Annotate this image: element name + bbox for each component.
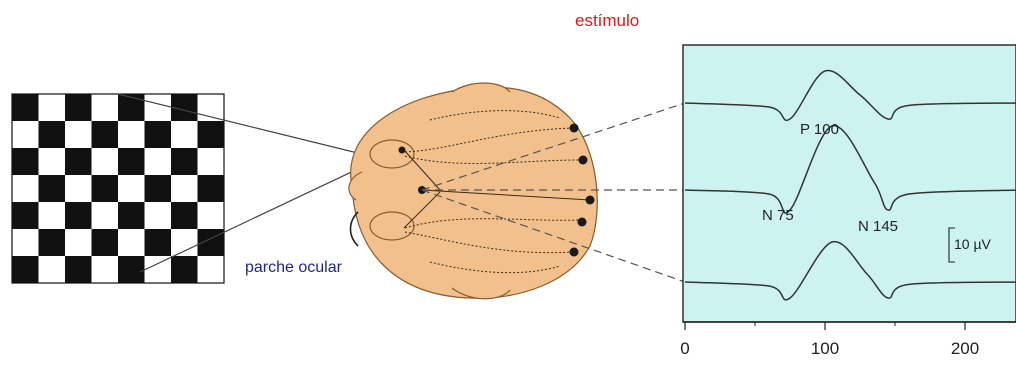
- checker-square: [198, 202, 225, 229]
- checker-square: [65, 229, 92, 256]
- checker-square: [39, 148, 66, 175]
- checker-square: [92, 175, 119, 202]
- checker-square: [171, 121, 198, 148]
- checker-square: [12, 175, 39, 202]
- x-tick-label: 200: [951, 339, 979, 358]
- checker-square: [145, 94, 172, 121]
- x-tick-label: 100: [811, 339, 839, 358]
- checker-square: [171, 229, 198, 256]
- stimulus-label: estímulo: [575, 11, 639, 30]
- scale-bar-label: 10 µV: [954, 236, 992, 252]
- checker-square: [12, 256, 39, 283]
- checker-square: [198, 121, 225, 148]
- checker-square: [65, 148, 92, 175]
- peak-label-p100: P 100: [800, 121, 839, 138]
- checker-square: [65, 202, 92, 229]
- checker-square: [198, 175, 225, 202]
- checker-square: [118, 175, 145, 202]
- checker-square: [65, 256, 92, 283]
- checker-square: [145, 121, 172, 148]
- checker-square: [145, 202, 172, 229]
- checker-square: [171, 202, 198, 229]
- checker-square: [198, 148, 225, 175]
- checker-square: [92, 202, 119, 229]
- checker-square: [118, 256, 145, 283]
- x-axis: 0 100 200: [680, 322, 1016, 358]
- checker-square: [92, 229, 119, 256]
- checker-square: [65, 94, 92, 121]
- evoked-potential-chart: P 100 N 75 N 145 10 µV 0 100 200: [680, 45, 1016, 358]
- checker-square: [65, 175, 92, 202]
- checker-square: [145, 256, 172, 283]
- ear-left: [452, 83, 510, 92]
- eye-right: [370, 212, 414, 240]
- checker-square: [39, 175, 66, 202]
- checker-square: [145, 175, 172, 202]
- chart-panel: [683, 45, 1016, 322]
- peak-label-n75: N 75: [762, 207, 794, 224]
- checker-square: [65, 121, 92, 148]
- checker-square: [118, 229, 145, 256]
- checker-square: [12, 229, 39, 256]
- checker-square: [39, 94, 66, 121]
- head-top-view: [349, 83, 597, 299]
- checker-square: [12, 94, 39, 121]
- checker-square: [92, 94, 119, 121]
- checker-square: [92, 256, 119, 283]
- checker-square: [92, 121, 119, 148]
- peak-label-n145: N 145: [858, 218, 898, 235]
- checker-square: [39, 229, 66, 256]
- checker-square: [171, 256, 198, 283]
- checker-square: [198, 256, 225, 283]
- checker-square: [12, 148, 39, 175]
- checker-square: [118, 121, 145, 148]
- checker-square: [145, 148, 172, 175]
- checker-square: [118, 94, 145, 121]
- checker-square: [118, 148, 145, 175]
- checker-square: [12, 202, 39, 229]
- checker-square: [92, 148, 119, 175]
- checker-square: [39, 202, 66, 229]
- x-tick-label: 0: [680, 339, 689, 358]
- checkerboard-stimulus: [12, 94, 224, 283]
- checker-square: [171, 175, 198, 202]
- checker-square: [171, 148, 198, 175]
- checker-square: [12, 121, 39, 148]
- checker-square: [39, 121, 66, 148]
- eye-patch-label: parche ocular: [245, 259, 343, 276]
- checker-square: [39, 256, 66, 283]
- checker-square: [145, 229, 172, 256]
- checker-square: [118, 202, 145, 229]
